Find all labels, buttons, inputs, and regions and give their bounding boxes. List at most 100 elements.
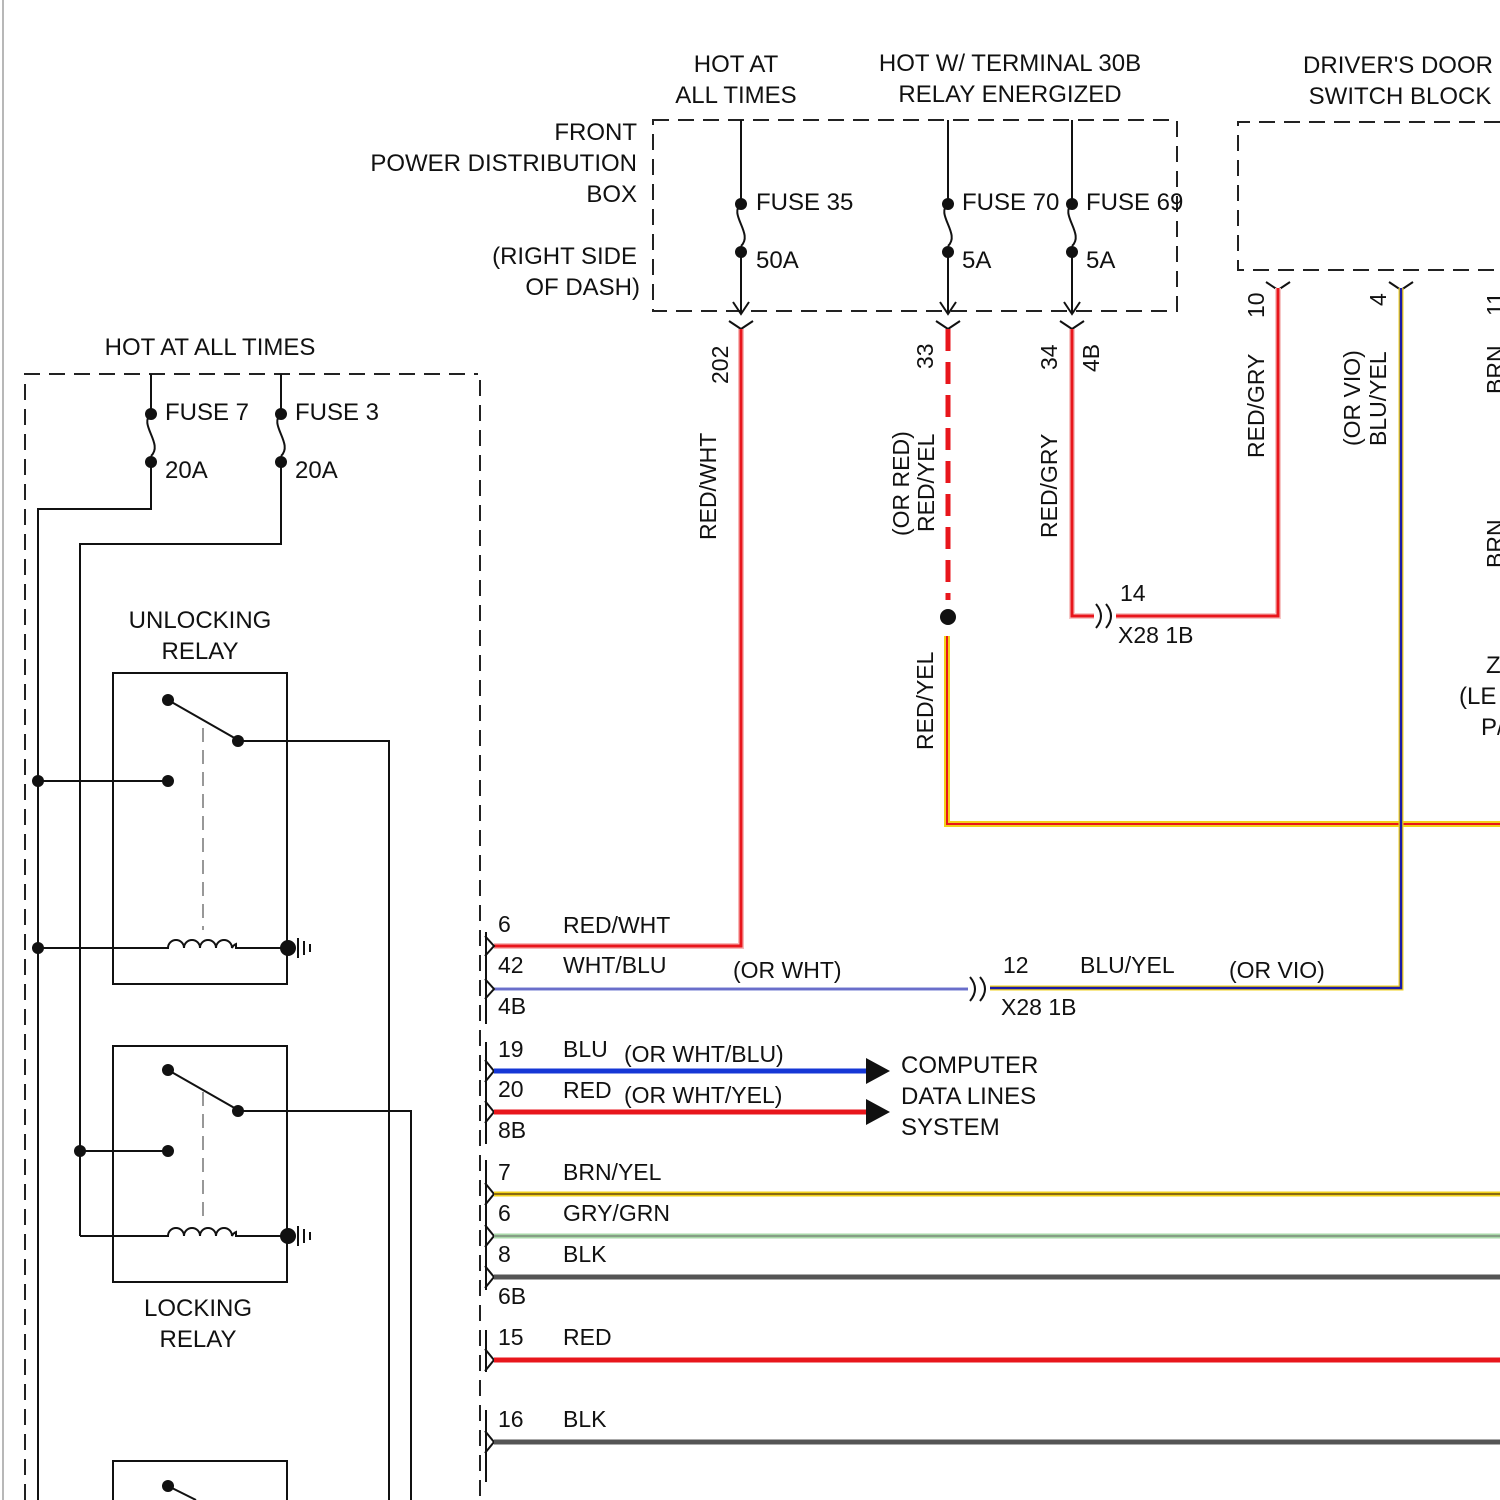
module-row: 6 RED/WHT	[498, 911, 670, 938]
module-row-alt-color: (OR WHT/YEL)	[624, 1082, 782, 1108]
red-alt-label: (OR RED)	[888, 431, 914, 536]
module-row-alt-color: (OR WHT/BLU)	[624, 1041, 784, 1067]
fuse-69-label: FUSE 69	[1086, 189, 1183, 216]
module-row-wire-color: GRY/GRN	[563, 1200, 670, 1226]
arrow-head	[866, 1099, 890, 1125]
x28-lower-pin: 12	[1003, 952, 1029, 978]
fuse-70: FUSE 70 5A	[936, 120, 1059, 329]
x28-upper-pin: 14	[1120, 580, 1146, 606]
third-relay-partial	[113, 1461, 287, 1500]
connector-4b-row-label: 4B	[498, 993, 526, 1019]
door-pin-10: 10	[1243, 292, 1269, 318]
wire-red-yel-fuse70: 33 (OR RED) RED/YEL	[888, 329, 956, 625]
module-row-pin: 8	[498, 1241, 511, 1267]
unlocking-relay-label-line1: UNLOCKING	[129, 607, 272, 634]
module-row: 15 RED	[494, 1324, 1500, 1360]
or-vio-horizontal-label: (OR VIO)	[1229, 957, 1325, 983]
module-row-wire-color: BLU	[563, 1036, 608, 1062]
module-row: 7 BRN/YEL	[494, 1159, 1500, 1194]
unlocking-relay: UNLOCKING RELAY	[32, 607, 389, 1500]
front-box-note-line1: (RIGHT SIDE	[492, 243, 637, 270]
module-row-wire-color: RED	[563, 1324, 612, 1350]
computer-data-lines-system: COMPUTER DATA LINES SYSTEM	[901, 1052, 1038, 1141]
relay-module-box: HOT AT ALL TIMES FUSE 7 20A FUSE 3 20A U…	[25, 334, 478, 1500]
door-partial-pin: 11	[1482, 292, 1500, 316]
module-row: 42 WHT/BLU (OR WHT)	[498, 952, 842, 983]
hot-at-all-times-heading-line2: ALL TIMES	[675, 82, 796, 109]
fuse-35-rating: 50A	[756, 247, 799, 274]
fuse-7-label: FUSE 7	[165, 399, 249, 426]
connector-8b-row-label: 8B	[498, 1117, 526, 1143]
hot-at-all-times-heading-line1: HOT AT	[694, 51, 779, 78]
module-row: 8 BLK	[494, 1241, 1500, 1277]
hot-terminal-heading-line2: RELAY ENERGIZED	[898, 81, 1121, 108]
module-row-wire-color: BLK	[563, 1406, 607, 1432]
red-wht-vertical-label: RED/WHT	[695, 433, 721, 540]
x28-upper-label: X28 1B	[1118, 622, 1193, 648]
module-row: 20 RED (OR WHT/YEL)	[494, 1076, 890, 1125]
pin-34-label: 34	[1036, 344, 1062, 370]
module-row-pin: 20	[498, 1076, 524, 1102]
fuse-70-label: FUSE 70	[962, 189, 1059, 216]
fuse-69-rating: 5A	[1086, 247, 1115, 274]
door-wire-4-alt-label: (OR VIO)	[1339, 350, 1365, 446]
module-row-pin: 6	[498, 1200, 511, 1226]
third-relay-body	[113, 1461, 287, 1500]
arrow-head	[866, 1058, 890, 1084]
drivers-door-heading-line1: DRIVER'S DOOR	[1303, 52, 1493, 79]
locking-relay: LOCKING RELAY	[74, 1046, 411, 1500]
module-row-wire-color: BRN/YEL	[563, 1159, 662, 1185]
module-row: 6 GRY/GRN	[494, 1200, 1500, 1236]
module-row-alt-color: (OR WHT)	[733, 957, 842, 983]
locking-relay-label-line2: RELAY	[160, 1326, 237, 1353]
module-row: 16 BLK	[494, 1406, 1500, 1442]
unlocking-relay-label-line2: RELAY	[162, 638, 239, 665]
fuse-69: FUSE 69 5A	[1060, 120, 1183, 329]
module-row: 19 BLU (OR WHT/BLU)	[494, 1036, 890, 1084]
fuse-35-label: FUSE 35	[756, 189, 853, 216]
relay-box-title: HOT AT ALL TIMES	[105, 334, 316, 361]
module-row-wire-color: RED	[563, 1077, 612, 1103]
hot-terminal-heading-line1: HOT W/ TERMINAL 30B	[879, 50, 1141, 77]
module-row-pin: 19	[498, 1036, 524, 1062]
module-row-pin: 16	[498, 1406, 524, 1432]
locking-relay-body	[113, 1046, 287, 1282]
red-gry-label: RED/GRY	[1036, 434, 1062, 538]
fuse-70-rating: 5A	[962, 247, 991, 274]
computer-label-line2: DATA LINES	[901, 1083, 1036, 1110]
door-partial-text-3: P/	[1481, 714, 1500, 741]
computer-label-line1: COMPUTER	[901, 1052, 1038, 1079]
red-yel-label-upper: RED/YEL	[913, 433, 939, 532]
module-row-wire-color: BLK	[563, 1241, 607, 1267]
connector-4b-label: 4B	[1078, 344, 1104, 372]
unlocking-relay-body	[113, 673, 287, 984]
door-partial-wire-b: BRN	[1482, 519, 1500, 568]
door-partial-text-2: (LE	[1459, 683, 1496, 710]
computer-label-line3: SYSTEM	[901, 1114, 1000, 1141]
door-partial-text-1: Z	[1486, 652, 1500, 679]
front-box-label-line3: BOX	[586, 181, 637, 208]
door-pin-4: 4	[1365, 293, 1391, 306]
blu-yel-horizontal-label: BLU/YEL	[1080, 952, 1175, 978]
module-row-pin: 7	[498, 1159, 511, 1185]
locking-relay-label-line1: LOCKING	[144, 1295, 252, 1322]
top-headings: HOT AT ALL TIMES HOT W/ TERMINAL 30B REL…	[675, 50, 1493, 110]
module-row-pin: 15	[498, 1324, 524, 1350]
pin-202-label: 202	[707, 346, 733, 384]
door-partial-wire-a: BRN	[1482, 345, 1500, 394]
drivers-door-heading-line2: SWITCH BLOCK	[1309, 83, 1492, 110]
fuse-7-rating: 20A	[165, 457, 208, 484]
fuse-3-label: FUSE 3	[295, 399, 379, 426]
connector-6b-row-label: 6B	[498, 1283, 526, 1309]
door-wire-4-label: BLU/YEL	[1365, 351, 1391, 446]
splice-dot	[940, 609, 956, 625]
module-row-wire-color: WHT/BLU	[563, 952, 667, 978]
pin-33-label: 33	[912, 343, 938, 369]
red-yel-label-lower: RED/YEL	[912, 651, 938, 750]
module-row-wire-color: RED/WHT	[563, 912, 670, 938]
front-power-distribution-box: FRONT POWER DISTRIBUTION BOX (RIGHT SIDE…	[370, 119, 1183, 329]
module-row-pin: 42	[498, 952, 524, 978]
door-block-frame	[1238, 122, 1500, 270]
wire-red-yel-splice: RED/YEL	[912, 636, 1500, 824]
